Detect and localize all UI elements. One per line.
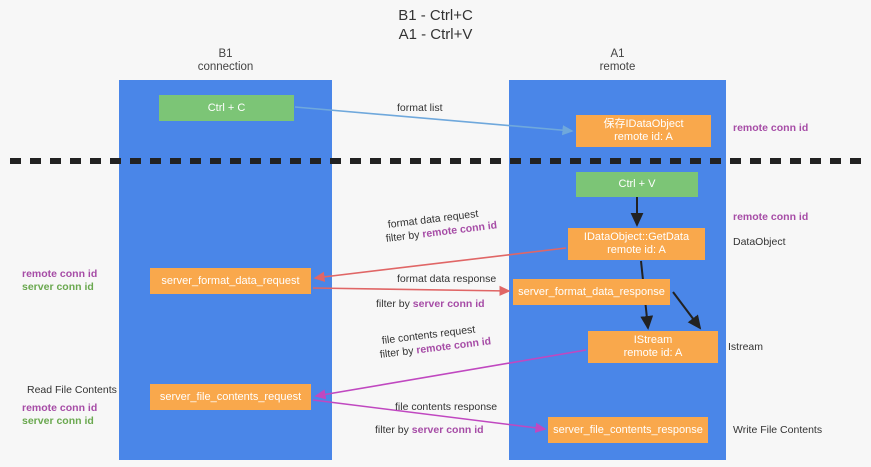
phase-divider	[10, 158, 864, 164]
label-file-contents-request-filter-prefix: filter by	[379, 344, 418, 361]
label-file-contents-response-filter: filter by server conn id	[375, 423, 484, 437]
label-format-data-response-filter-prefix: filter by	[376, 298, 413, 310]
node-server-file-contents-request[interactable]: server_file_contents_request	[150, 384, 311, 410]
label-left-server-conn-id-mid: server conn id	[22, 281, 94, 293]
node-istream-line1: IStream	[633, 334, 673, 346]
node-save-idataobject-line2: remote id: A	[614, 131, 673, 143]
label-left-read-file-contents: Read File Contents	[27, 384, 117, 396]
node-ctrl-c[interactable]: Ctrl + C	[159, 95, 294, 121]
label-right-istream: Istream	[728, 341, 764, 353]
node-idataobject-getdata-line2: remote id: A	[607, 244, 666, 256]
node-idataobject-getdata[interactable]: IDataObject::GetData remote id: A	[568, 228, 705, 260]
lane-header-b1: B1 connection	[119, 48, 332, 74]
node-ctrl-c-label: Ctrl + C	[207, 101, 246, 114]
lane-header-a1: A1 remote	[509, 48, 726, 74]
label-format-data-response-filter: filter by server conn id	[376, 297, 485, 311]
label-right-dataobject: DataObject	[733, 236, 786, 248]
lane-header-a1-sub: remote	[599, 61, 636, 73]
label-right-write-file-contents: Write File Contents	[733, 424, 823, 436]
node-ctrl-v-label: Ctrl + V	[618, 178, 656, 190]
page-title-line1: B1 - Ctrl+C	[398, 7, 473, 24]
lane-header-b1-sub: connection	[197, 61, 254, 73]
lane-header-a1-name: A1	[610, 48, 625, 60]
label-file-contents-response: file contents response	[395, 401, 498, 413]
node-save-idataobject-line1: 保存IDataObject	[603, 118, 684, 130]
label-right-remote-conn-id-mid: remote conn id	[733, 211, 809, 223]
node-istream[interactable]: IStream remote id: A	[588, 331, 718, 363]
node-server-format-data-request-label: server_format_data_request	[161, 274, 300, 287]
node-server-file-contents-response[interactable]: server_file_contents_response	[548, 417, 708, 443]
node-server-file-contents-response-label: server_file_contents_response	[553, 423, 703, 436]
page-title-line2: A1 - Ctrl+V	[398, 26, 473, 43]
label-left-conn-ids-bottom: remote conn id server conn id	[22, 402, 97, 428]
node-idataobject-getdata-line1: IDataObject::GetData	[583, 231, 690, 243]
node-ctrl-v[interactable]: Ctrl + V	[576, 172, 698, 197]
label-format-data-response: format data response	[397, 273, 497, 285]
label-format-list: format list	[397, 102, 443, 114]
node-save-idataobject[interactable]: 保存IDataObject remote id: A	[576, 115, 711, 147]
arrow-format-data-response	[312, 285, 511, 296]
label-left-server-conn-id-bottom: server conn id	[22, 415, 94, 427]
node-server-format-data-response-label: server_format_data_response	[518, 285, 665, 298]
node-server-format-data-request[interactable]: server_format_data_request	[150, 268, 311, 294]
lane-header-b1-name: B1	[218, 48, 233, 60]
label-file-contents-response-filter-prefix: filter by	[375, 424, 412, 436]
label-format-data-response-filter-key: server conn id	[412, 298, 485, 310]
label-format-data-request-filter-prefix: filter by	[385, 228, 424, 245]
node-istream-line2: remote id: A	[623, 347, 683, 359]
page-title: B1 - Ctrl+C A1 - Ctrl+V	[0, 6, 871, 44]
label-file-contents-response-filter-key: server conn id	[411, 424, 484, 436]
label-left-remote-conn-id-mid: remote conn id	[22, 268, 98, 280]
label-left-conn-ids-mid: remote conn id server conn id	[22, 268, 97, 294]
node-server-file-contents-request-label: server_file_contents_request	[159, 390, 302, 403]
node-server-format-data-response[interactable]: server_format_data_response	[513, 279, 670, 305]
label-right-remote-conn-id-top: remote conn id	[733, 122, 809, 134]
label-left-remote-conn-id-bottom: remote conn id	[22, 402, 98, 414]
